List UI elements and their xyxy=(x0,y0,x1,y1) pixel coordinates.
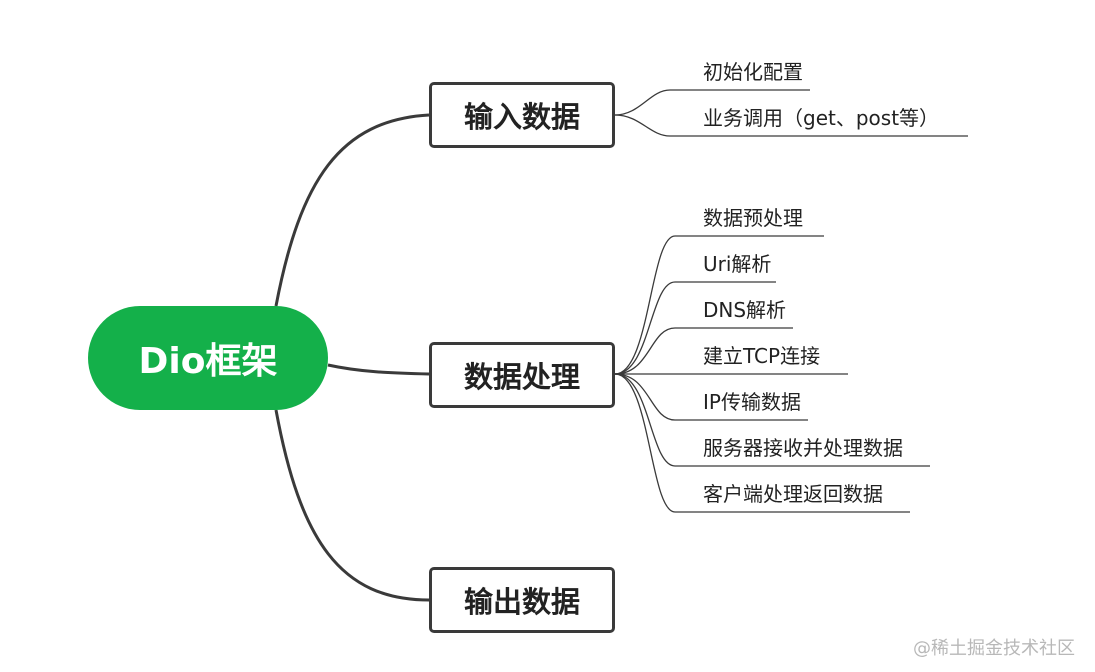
leaf-tcp-connect: 建立TCP连接 xyxy=(703,344,821,368)
branch-input-label: 输入数据 xyxy=(463,100,580,134)
link-root-input xyxy=(274,113,430,307)
link-root-process xyxy=(327,363,430,376)
branch-output-label: 输出数据 xyxy=(463,585,580,619)
root-node: Dio框架 xyxy=(88,306,328,410)
link-process-leaf-7 xyxy=(614,373,910,513)
root-label: Dio框架 xyxy=(138,341,278,382)
leaf-client-handle: 客户端处理返回数据 xyxy=(703,482,883,506)
leaf-preprocess: 数据预处理 xyxy=(703,206,803,230)
watermark-text: @稀土掘金技术社区 xyxy=(913,638,1075,659)
link-process-leaf-6 xyxy=(614,373,930,467)
leaf-business-call: 业务调用（get、post等） xyxy=(703,106,940,130)
branch-output-data: 输出数据 xyxy=(429,567,615,633)
link-process-leaf-3 xyxy=(614,327,793,375)
link-input-leaf-1 xyxy=(614,89,810,116)
leaf-server-handle: 服务器接收并处理数据 xyxy=(703,436,903,460)
leaf-dns-parse: DNS解析 xyxy=(703,298,787,322)
link-root-output xyxy=(274,409,430,602)
link-process-leaf-2 xyxy=(614,281,776,375)
link-input-leaf-2 xyxy=(614,114,968,137)
branch-data-processing: 数据处理 xyxy=(429,342,615,408)
link-process-leaf-1 xyxy=(614,235,824,375)
leaf-uri-parse: Uri解析 xyxy=(703,252,772,276)
leaf-init-config: 初始化配置 xyxy=(703,60,803,84)
leaf-ip-transfer: IP传输数据 xyxy=(703,390,801,414)
branch-input-data: 输入数据 xyxy=(429,82,615,148)
branch-process-label: 数据处理 xyxy=(463,360,580,394)
link-process-leaf-5 xyxy=(614,373,808,421)
